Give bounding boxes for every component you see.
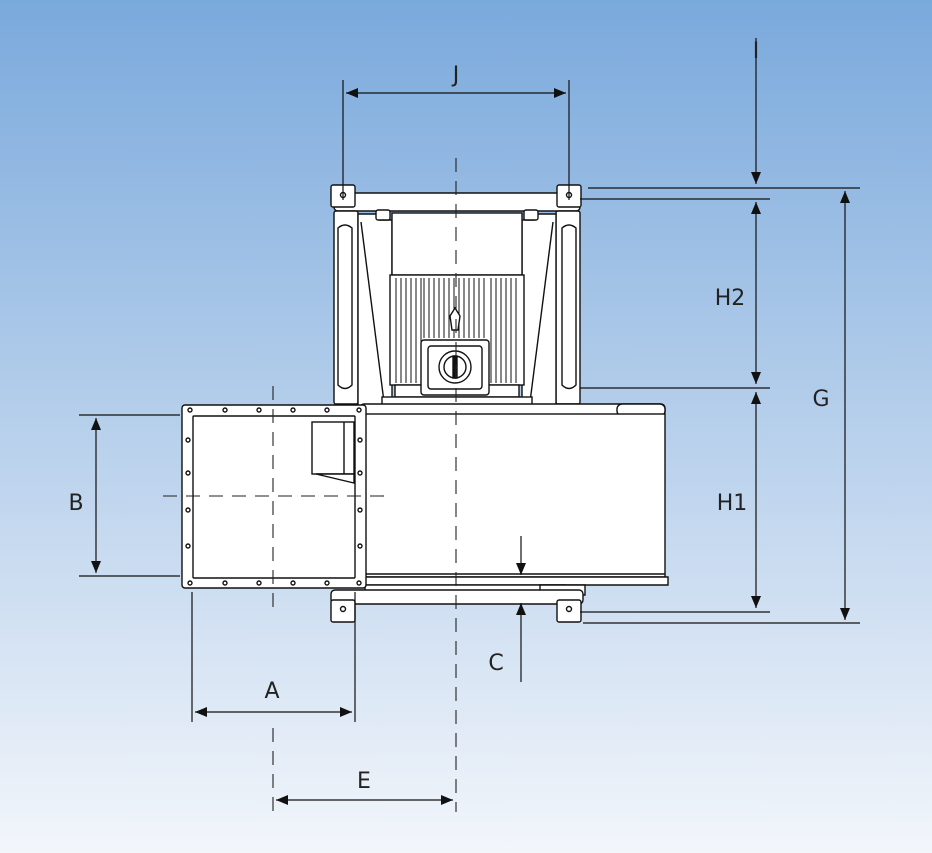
fan-housing	[359, 403, 669, 601]
top-frame	[330, 184, 582, 212]
label-c: C	[488, 651, 503, 676]
flange-bolt	[187, 407, 193, 413]
flange-bolt	[187, 580, 193, 586]
flange-bolt	[356, 580, 362, 586]
inlet-flange	[181, 404, 367, 589]
flange-bolt	[185, 507, 191, 513]
label-g: G	[812, 387, 829, 412]
flange-bolt	[357, 507, 363, 513]
dimension-j	[342, 80, 570, 200]
label-i: I	[753, 39, 760, 64]
flange-bolt	[324, 407, 330, 413]
flange-bolt	[357, 470, 363, 476]
center-lines	[163, 158, 457, 812]
flange-bolt	[357, 543, 363, 549]
flange-bolt	[357, 437, 363, 443]
flange-bolt	[256, 407, 262, 413]
label-h1: H1	[717, 491, 748, 516]
flange-bolts	[185, 407, 363, 586]
label-a: A	[264, 679, 279, 704]
flange-bolt	[356, 407, 362, 413]
flange-bolt	[290, 407, 296, 413]
dimension-g	[583, 191, 860, 624]
label-h2: H2	[715, 286, 746, 311]
dimension-h1	[580, 392, 770, 613]
fan-unit	[181, 184, 669, 623]
dimension-b	[79, 414, 180, 577]
flange-bolt	[185, 437, 191, 443]
dimension-i	[580, 38, 860, 200]
label-j: J	[451, 63, 460, 88]
flange-bolt	[185, 470, 191, 476]
label-e: E	[357, 769, 371, 794]
dimension-h2	[580, 202, 770, 389]
flange-bolt	[222, 580, 228, 586]
dimension-a	[191, 592, 356, 722]
label-b: B	[68, 491, 83, 516]
flange-bolt	[222, 407, 228, 413]
flange-bolt	[290, 580, 296, 586]
flange-bolt	[256, 580, 262, 586]
motor	[381, 212, 533, 411]
flange-bolt	[324, 580, 330, 586]
flange-bolt	[185, 543, 191, 549]
